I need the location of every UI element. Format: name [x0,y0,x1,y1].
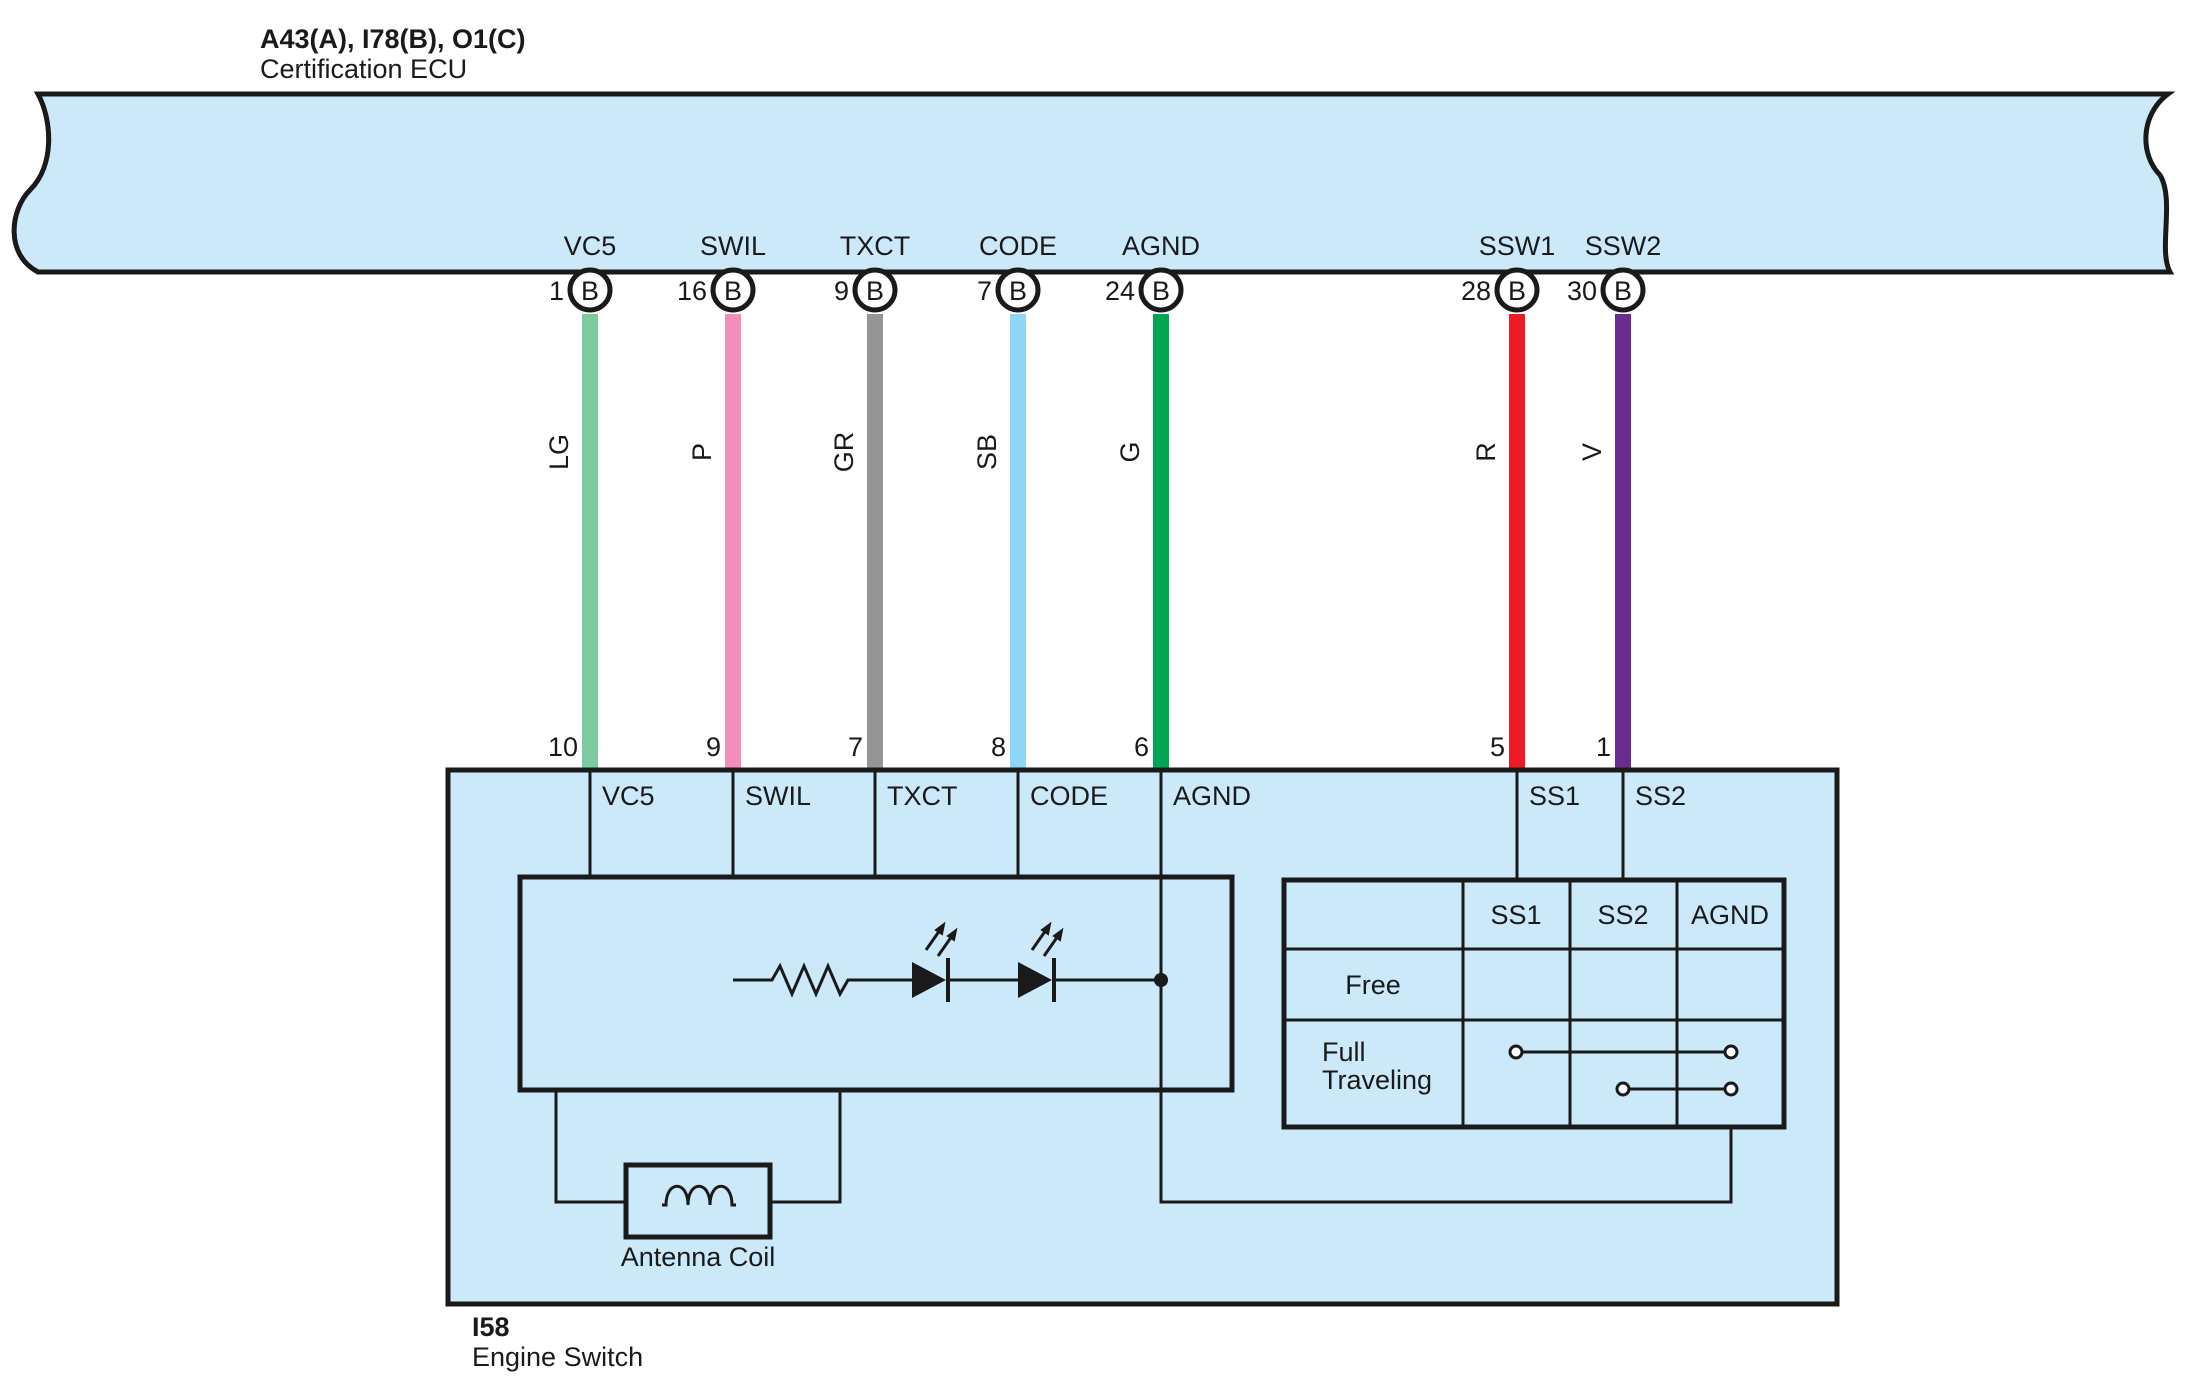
ecu-terminal-label: CODE [979,231,1057,261]
switch-pin-number: 1 [1596,732,1611,762]
switch-pin-number: 7 [848,732,863,762]
ecu-name: Certification ECU [260,54,467,84]
ecu-pin-number: 1 [549,276,564,306]
ecu-pin-number: 30 [1567,276,1597,306]
table-header-ss2: SS2 [1597,900,1648,930]
connector-circle [1494,267,1540,313]
switch-terminal-label: VC5 [602,781,655,811]
switch-terminal-label: SWIL [745,781,811,811]
ecu-terminal-label: TXCT [840,231,911,261]
switch-terminal-label: CODE [1030,781,1108,811]
table-header-agnd: AGND [1691,900,1769,930]
connector-circle [1600,267,1646,313]
connector-letter: B [1508,276,1526,306]
ecu-body [11,91,2176,275]
table-row-free: Free [1345,970,1401,1000]
led-icon [1018,921,1064,1002]
engine-switch-body [445,767,1840,1307]
connector-circle [710,267,756,313]
coil-icon [662,1184,736,1207]
switch-pin-number: 5 [1490,732,1505,762]
ecu-connector-ids: A43(A), I78(B), O1(C) [260,24,526,54]
wire-color-code: V [1577,443,1607,461]
wire-color-code: G [1115,441,1145,462]
wire-color-code: GR [829,432,859,473]
ecu-pin-number: 9 [834,276,849,306]
engine-switch-name: Engine Switch [472,1342,643,1372]
antenna-coil: Antenna Coil [554,1090,842,1272]
connector-letter: B [1009,276,1027,306]
engine-switch-id: I58 [472,1312,510,1342]
wire-group: VC5B1LG10SWILB16P9TXCTB9GR7CODEB7SB8AGND… [544,231,1661,768]
ecu-terminal-label: SWIL [700,231,766,261]
continuity-marks [1508,1044,1739,1097]
ecu-terminal-label: SSW2 [1585,231,1662,261]
ecu-terminal-label: AGND [1122,231,1200,261]
ecu-terminal-label: SSW1 [1479,231,1556,261]
ecu-pin-number: 16 [677,276,707,306]
switch-terminal-label: TXCT [887,781,958,811]
switch-pin-number: 8 [991,732,1006,762]
agnd-return-line [1159,980,1733,1204]
connector-circle [567,267,613,313]
wire-color-code: SB [972,434,1002,470]
ecu-terminal-label: VC5 [564,231,617,261]
ecu-pin-number: 7 [977,276,992,306]
wire-color-code: R [1471,442,1501,462]
table-header-ss1: SS1 [1490,900,1541,930]
switch-terminal-label: AGND [1173,781,1251,811]
transponder-module [517,874,1235,1093]
connector-letter: B [581,276,599,306]
wire-color-code: LG [544,434,574,470]
switch-terminal-label: SS2 [1635,781,1686,811]
antenna-coil-label: Antenna Coil [621,1242,776,1272]
connector-letter: B [1152,276,1170,306]
connector-circle [1138,267,1184,313]
ecu-pin-number: 28 [1461,276,1491,306]
connector-circle [995,267,1041,313]
switch-pin-number: 9 [706,732,721,762]
switch-terminal-label: SS1 [1529,781,1580,811]
indicator-circuit [733,921,1168,1002]
switch-pin-number: 6 [1134,732,1149,762]
wire-color-code: P [687,443,717,461]
connector-letter: B [1614,276,1632,306]
ecu-pin-number: 24 [1105,276,1135,306]
connector-letter: B [724,276,742,306]
connector-letter: B [866,276,884,306]
connector-circle [852,267,898,313]
switch-pin-number: 10 [548,732,578,762]
